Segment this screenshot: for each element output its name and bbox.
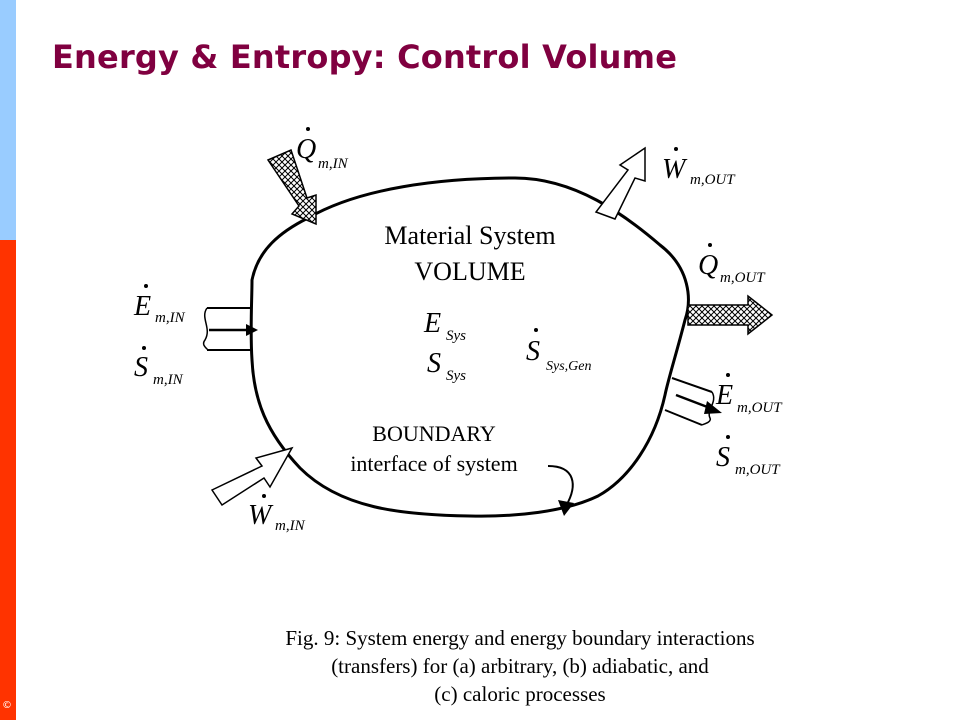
w-out-label: W m,OUT [662, 147, 736, 188]
svg-text:m,OUT: m,OUT [720, 270, 766, 286]
q-out-arrow [687, 294, 774, 336]
svg-text:W: W [248, 500, 274, 531]
w-in-arrow [210, 446, 294, 507]
svg-text:Q: Q [698, 250, 718, 281]
s-in-label: S m,IN [134, 346, 184, 388]
w-out-arrow [594, 146, 646, 220]
figure-caption: Fig. 9: System energy and energy boundar… [200, 624, 840, 708]
boundary-pointer-head [558, 500, 574, 516]
svg-text:S: S [134, 352, 148, 383]
e-in-label: E m,IN [133, 284, 186, 326]
caption-line-2: (transfers) for (a) arbitrary, (b) adiab… [331, 654, 709, 678]
s-sys-gen-label: S Sys,Gen [526, 328, 592, 374]
boundary-label: BOUNDARY [372, 421, 496, 446]
svg-text:m,IN: m,IN [155, 310, 186, 326]
sidebar-accent-bottom [0, 240, 16, 720]
svg-text:m,IN: m,IN [318, 156, 349, 172]
svg-text:E: E [715, 380, 733, 411]
svg-text:m,IN: m,IN [153, 372, 184, 388]
svg-text:m,OUT: m,OUT [737, 400, 783, 416]
svg-text:m,OUT: m,OUT [690, 172, 736, 188]
svg-text:Q: Q [296, 134, 316, 165]
control-volume-diagram: Material System VOLUME BOUNDARY interfac… [133, 127, 783, 534]
svg-text:S: S [526, 336, 540, 367]
s-out-label: S m,OUT [716, 435, 781, 478]
svg-text:Sys: Sys [446, 368, 466, 384]
system-label: Material System [384, 221, 555, 250]
e-out-label: E m,OUT [715, 373, 783, 416]
copyright-mark: © [2, 700, 12, 711]
boundary-pointer [547, 465, 574, 507]
mass-outlet [664, 377, 722, 426]
q-out-label: Q m,OUT [698, 243, 766, 286]
svg-text:S: S [427, 348, 441, 379]
svg-text:Sys: Sys [446, 328, 466, 344]
q-in-arrow [266, 148, 317, 226]
svg-text:E: E [133, 291, 151, 322]
boundary-sublabel: interface of system [350, 451, 517, 476]
svg-text:W: W [662, 154, 688, 185]
caption-line-3: (c) caloric processes [434, 682, 606, 706]
e-sys-label: E Sys [423, 308, 466, 344]
svg-text:S: S [716, 442, 730, 473]
system-boundary [249, 176, 690, 518]
slide-title: Energy & Entropy: Control Volume [52, 38, 678, 76]
w-in-label: W m,IN [248, 494, 306, 534]
svg-text:Sys,Gen: Sys,Gen [546, 359, 592, 374]
volume-label: VOLUME [414, 257, 525, 286]
svg-text:m,IN: m,IN [275, 518, 306, 534]
sidebar-accent-top [0, 0, 16, 240]
caption-line-1: Fig. 9: System energy and energy boundar… [285, 626, 755, 650]
svg-text:m,OUT: m,OUT [735, 462, 781, 478]
mass-inlet [202, 307, 258, 351]
svg-text:E: E [423, 308, 441, 339]
s-sys-label: S Sys [427, 348, 466, 384]
q-in-label: Q m,IN [296, 127, 349, 172]
